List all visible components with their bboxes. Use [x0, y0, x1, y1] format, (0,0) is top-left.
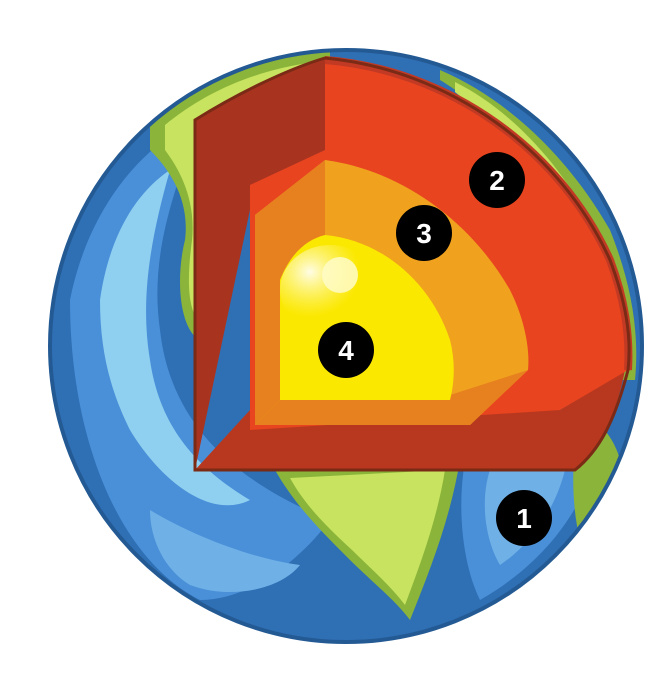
wedge-outline — [193, 56, 631, 472]
marker-4: 4 — [318, 322, 374, 378]
marker-2-circle — [469, 152, 525, 208]
ocean-highlight-band — [100, 170, 250, 506]
marker-1-label: 1 — [516, 503, 532, 534]
cutaway-wedge — [193, 56, 633, 472]
inner-core-highlight — [280, 245, 380, 335]
outer-core-shade-left — [255, 160, 325, 425]
inner-core-glint — [322, 257, 358, 293]
marker-4-label: 4 — [338, 335, 354, 366]
marker-3-label: 3 — [416, 218, 432, 249]
crust-left-wall — [195, 58, 325, 470]
landmass-south-fill — [290, 470, 445, 605]
marker-1: 1 — [496, 490, 552, 546]
marker-2-label: 2 — [489, 165, 505, 196]
globe-outline — [48, 48, 644, 644]
ocean-highlight-bottom — [150, 510, 300, 593]
marker-3-circle — [396, 205, 452, 261]
marker-2: 2 — [469, 152, 525, 208]
marker-1-circle — [496, 490, 552, 546]
marker-3: 3 — [396, 205, 452, 261]
marker-4-circle — [318, 322, 374, 378]
